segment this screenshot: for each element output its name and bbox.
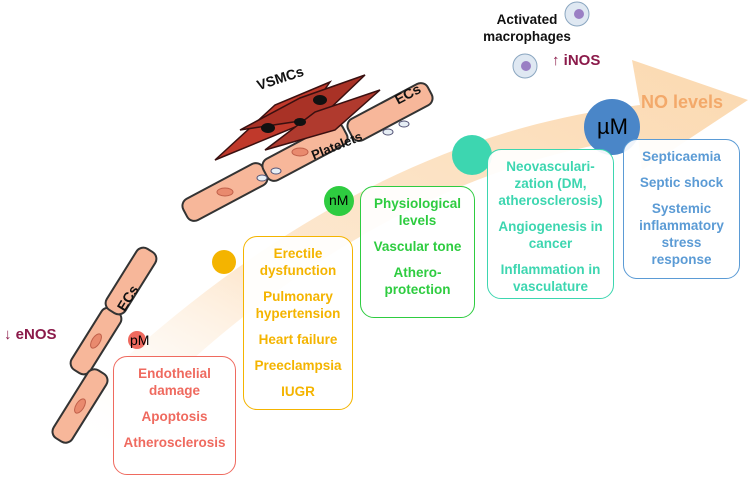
vsmc-nucleus: [313, 95, 327, 105]
yellow-dot: [212, 250, 236, 274]
um-label: µM: [597, 114, 629, 139]
um-effects-box: Septicaemia Septic shock Systemic inflam…: [623, 139, 740, 279]
nm-effect-item: Physiological levels: [373, 196, 462, 228]
ec-nucleus: [291, 147, 309, 157]
platelet-icon: [270, 167, 282, 175]
macrophage-group: [512, 1, 590, 79]
teal-effect-item: Inflammation in vasculature: [500, 262, 601, 294]
yellow-effect-item: Pulmonary hypertension: [255, 289, 341, 321]
vsmc-nucleus: [294, 118, 306, 126]
teal-effects-box: Neovasculari-zation (DM, atherosclerosis…: [487, 149, 614, 299]
teal-effect-item: Angiogenesis in cancer: [498, 219, 603, 251]
enos-label: ↓ eNOS: [4, 326, 57, 343]
um-effect-item: Septic shock: [639, 175, 724, 190]
pm-effect-item: Atherosclerosis: [123, 435, 226, 450]
nm-label: nM: [329, 192, 349, 208]
nm-dot: [324, 186, 354, 216]
pm-dot: [128, 331, 146, 349]
inos-label: ↑ iNOS: [552, 52, 601, 69]
um-effect-item: Septicaemia: [642, 149, 721, 164]
vsmc-group: [214, 74, 381, 161]
levels-title: NO levels: [641, 92, 724, 112]
pm-effects-box: Endothelial damage Apoptosis Atheroscler…: [113, 356, 236, 475]
yellow-effects-box: Erectile dysfunction Pulmonary hypertens…: [243, 236, 353, 410]
platelet-icon: [398, 120, 410, 128]
yellow-effect-item: Heart failure: [258, 332, 338, 347]
pm-effect-item: Apoptosis: [141, 409, 208, 424]
activated-macrophages-label: Activated macrophages: [483, 12, 571, 44]
teal-effect-item: Neovasculari-zation (DM, atherosclerosis…: [498, 159, 603, 208]
yellow-effect-item: IUGR: [281, 384, 315, 399]
top-ec-cell: [346, 82, 434, 142]
ec-nucleus: [216, 187, 234, 197]
yellow-effect-item: Erectile dysfunction: [259, 246, 337, 278]
macrophage-nucleus-icon: [574, 9, 584, 19]
um-effect-item: Systemic inflammatory stress response: [639, 201, 724, 267]
ec-nucleus: [90, 333, 102, 349]
left-ecs-group: [51, 246, 158, 444]
vsmc-nucleus: [261, 123, 275, 133]
yellow-effect-item: Preeclampsia: [254, 358, 342, 373]
platelet-icon: [382, 128, 394, 136]
ec-nucleus: [74, 398, 86, 414]
nm-effects-box: Physiological levels Vascular tone Ather…: [360, 186, 475, 318]
pm-label: pM: [130, 332, 150, 348]
vsmc-cell: [239, 74, 366, 131]
nm-effect-item: Athero-protection: [384, 265, 451, 297]
nm-effect-item: Vascular tone: [373, 239, 462, 254]
macrophage-nucleus-icon: [521, 61, 531, 71]
left-ec-cell: [104, 246, 158, 316]
um-dot: [584, 99, 640, 155]
pm-effect-item: Endothelial damage: [138, 366, 211, 398]
top-ecs-group: [181, 82, 434, 222]
platelet-icon: [256, 174, 268, 182]
teal-dot: [452, 135, 492, 175]
platelets-group: [256, 120, 410, 182]
